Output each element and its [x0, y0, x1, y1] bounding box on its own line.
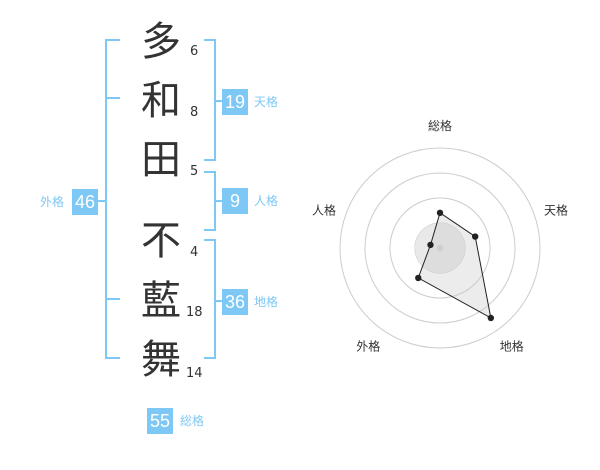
radar-point-3 [487, 314, 495, 322]
surname-char-2: 和 [141, 78, 181, 124]
given-strokes-2: 18 [186, 305, 203, 320]
given-strokes-1: 4 [190, 245, 199, 260]
given-char-2: 藍 [141, 278, 181, 324]
given-char-1: 不 [141, 218, 181, 264]
surname-strokes-1: 6 [190, 44, 199, 59]
surname-char-3: 田 [141, 137, 181, 183]
surname-char-1: 多 [141, 19, 181, 65]
radar-point-2 [471, 233, 479, 240]
radar-ring-2 [389, 197, 491, 299]
radar-axis-label-4: 外格 [356, 339, 380, 354]
jinkaku-bracket [204, 171, 216, 231]
radar-point-5 [427, 241, 434, 249]
chikaku-label: 地格 [254, 295, 279, 309]
soukaku-label: 総格 [180, 414, 205, 428]
jinkaku-label: 人格 [254, 194, 279, 208]
surname-strokes-2: 8 [190, 105, 199, 120]
given-char-3: 舞 [141, 337, 181, 383]
tenkaku-badge: 19 [222, 89, 248, 115]
radar-axis-label-5: 人格 [312, 202, 336, 217]
chikaku-badge: 36 [222, 289, 248, 315]
jinkaku-badge: 9 [222, 188, 248, 214]
gaikaku-badge: 46 [72, 189, 98, 215]
given-strokes-3: 14 [186, 366, 203, 381]
radar-axis-label-2: 天格 [544, 202, 568, 217]
gaikaku-label: 外格 [40, 195, 65, 209]
radar-polygon [417, 212, 492, 319]
radar-axis-label-1: 総格 [428, 118, 452, 133]
chikaku-bracket [204, 239, 216, 359]
gaikaku-bracket [105, 39, 120, 359]
radar-point-1 [436, 209, 444, 216]
surname-strokes-3: 5 [190, 164, 199, 179]
soukaku-badge: 55 [147, 408, 173, 434]
tenkaku-bracket [204, 39, 216, 161]
radar-ring-3 [364, 172, 516, 324]
radar-ring-4 [339, 147, 541, 349]
radar-point-4 [415, 274, 422, 282]
tenkaku-label: 天格 [254, 95, 279, 109]
radar-axis-label-3: 地格 [500, 339, 524, 354]
radar-center-dot [437, 245, 443, 251]
